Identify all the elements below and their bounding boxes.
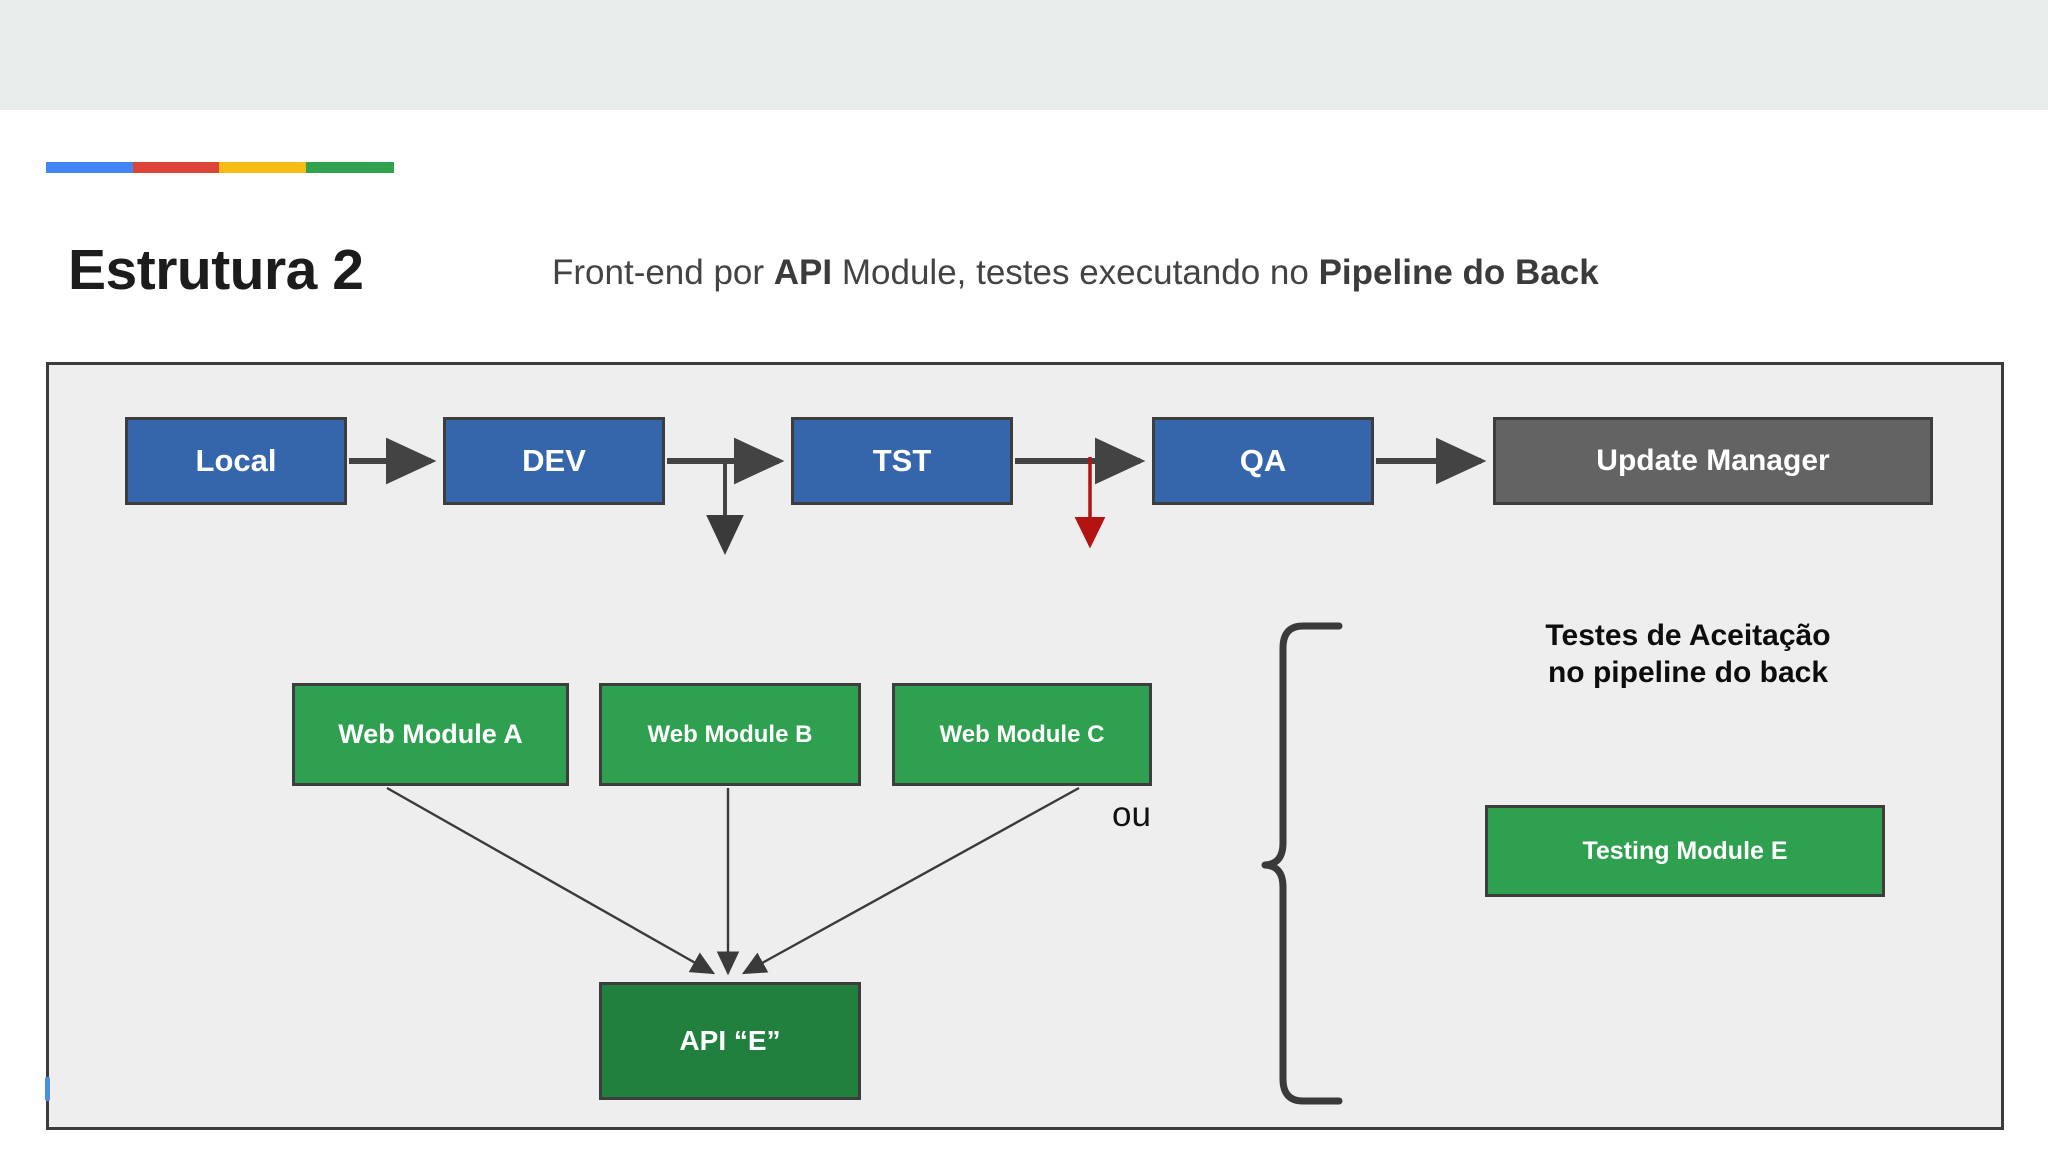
node-api-e[interactable]: API “E”	[599, 982, 861, 1100]
title-row: Estrutura 2 Front-end por API Module, te…	[0, 232, 2048, 318]
node-testing-module-e-label: Testing Module E	[1582, 836, 1788, 865]
curly-brace	[1261, 622, 1343, 1105]
node-qa[interactable]: QA	[1152, 417, 1374, 505]
node-api-e-label: API “E”	[679, 1024, 781, 1056]
node-web-module-c-label: Web Module C	[939, 720, 1105, 748]
subtitle-part-4: Pipeline do Back	[1318, 253, 1599, 292]
node-web-module-c[interactable]: Web Module C	[892, 683, 1152, 786]
node-update-manager-label: Update Manager	[1596, 443, 1830, 477]
node-local[interactable]: Local	[125, 417, 347, 505]
arrow-wmc-to-api	[741, 786, 1080, 975]
node-web-module-b[interactable]: Web Module B	[599, 683, 861, 786]
node-tst-label: TST	[872, 443, 932, 479]
node-testing-module-e[interactable]: Testing Module E	[1485, 805, 1885, 897]
node-web-module-b-label: Web Module B	[647, 720, 813, 748]
page-title: Estrutura 2	[68, 238, 364, 302]
node-local-label: Local	[195, 443, 277, 479]
node-dev[interactable]: DEV	[443, 417, 665, 505]
node-web-module-a[interactable]: Web Module A	[292, 683, 569, 786]
diagram-frame: Local DEV TST QA Update Manager ou Web M…	[45, 362, 2004, 1130]
node-dev-label: DEV	[522, 443, 586, 479]
subtitle-part-2: API	[773, 253, 833, 292]
node-qa-label: QA	[1239, 443, 1287, 479]
accent-bar-green-segment	[305, 162, 395, 173]
node-update-manager[interactable]: Update Manager	[1493, 417, 1933, 505]
accent-bar-yellow-segment	[219, 162, 306, 173]
stray-blue-sliver	[45, 1077, 50, 1101]
arrow-wma-to-api	[386, 786, 716, 975]
accent-bar	[46, 162, 395, 173]
accent-bar-red-segment	[132, 162, 220, 173]
branch-label-ou: ou	[1112, 795, 1151, 834]
top-band	[0, 0, 2048, 110]
subtitle-part-1: Front-end por	[552, 253, 774, 292]
acceptance-tests-line-1: Testes de Aceitação	[1545, 619, 1831, 652]
node-web-module-a-label: Web Module A	[338, 718, 523, 749]
acceptance-tests-line-2: no pipeline do back	[1547, 655, 1829, 689]
acceptance-tests-note: Testes de Aceitação no pipeline do back	[1463, 618, 1913, 691]
subtitle-part-3: Module, testes executando no	[832, 253, 1319, 292]
accent-bar-blue-segment	[46, 162, 133, 173]
page-subtitle: Front-end por API Module, testes executa…	[552, 244, 1599, 302]
node-tst[interactable]: TST	[791, 417, 1013, 505]
